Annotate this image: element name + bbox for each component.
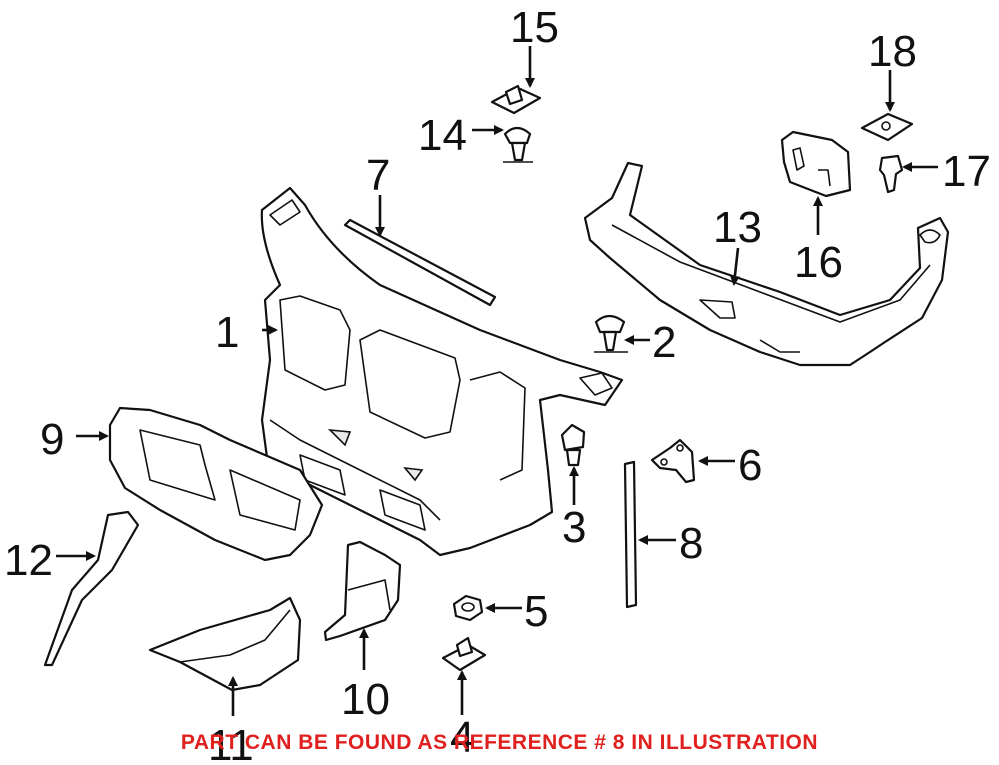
part-6-bracket (650, 438, 696, 484)
callout-11: 11 (208, 721, 254, 765)
callout-9: 9 (40, 415, 64, 464)
part-8-seal-strip (623, 460, 638, 609)
part-9-air-duct (108, 406, 324, 562)
part-11-lower-duct (148, 596, 302, 692)
callout-15: 15 (510, 3, 559, 52)
part-17-bolt (878, 154, 904, 194)
callout-4: 4 (450, 713, 474, 762)
callout-14: 14 (418, 111, 467, 160)
part-10-side-duct (323, 540, 402, 642)
callout-18: 18 (868, 27, 917, 76)
part-1-front-panel (260, 186, 624, 557)
callout-7: 7 (366, 151, 390, 200)
callout-3: 3 (562, 503, 586, 552)
part-2-screw (594, 314, 628, 353)
part-16-bracket (780, 130, 852, 198)
part-7-seal-strip (343, 218, 497, 307)
leader-13 (729, 247, 740, 286)
callout-5: 5 (524, 587, 548, 636)
callout-16: 16 (794, 238, 843, 287)
part-18-clip-nut (860, 112, 914, 142)
part-3-bolt (560, 423, 586, 467)
part-13-upper-carrier (583, 161, 950, 367)
footnote-reference: PART CAN BE FOUND AS REFERENCE # 8 IN IL… (180, 731, 819, 754)
part-15-clip-nut (490, 84, 542, 115)
callout-12: 12 (4, 536, 53, 585)
callout-2: 2 (652, 318, 676, 367)
callout-6: 6 (738, 441, 762, 490)
part-14-screw (503, 126, 533, 163)
callout-1: 1 (215, 308, 239, 357)
part-5-nut (452, 594, 484, 622)
callout-17: 17 (942, 147, 991, 196)
part-12-bracket (43, 510, 140, 667)
part-4-clip-nut (441, 636, 487, 672)
callout-8: 8 (679, 519, 703, 568)
callout-13: 13 (713, 203, 762, 252)
callout-10: 10 (341, 675, 390, 724)
